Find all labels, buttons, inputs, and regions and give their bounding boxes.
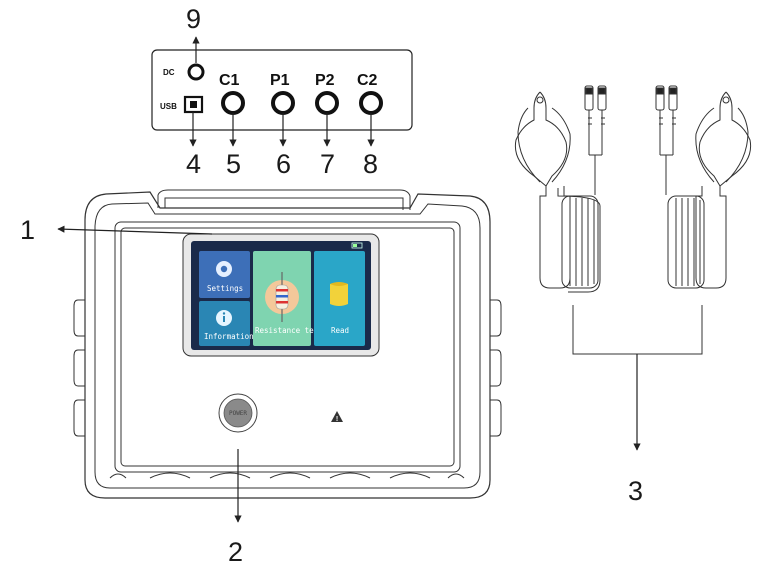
port-label-c2: C2: [357, 72, 378, 89]
resistance-test-label: Resistance test: [255, 326, 323, 335]
read-tile[interactable]: Read: [314, 251, 365, 346]
warning-symbol: !: [336, 416, 338, 423]
socket-p2: [315, 91, 339, 115]
power-label: POWER: [229, 410, 247, 417]
touch-screen: Settings Information Resistance test: [182, 233, 380, 357]
settings-tile[interactable]: Settings: [199, 251, 250, 298]
read-label: Read: [331, 326, 349, 335]
dc-jack: [187, 63, 205, 81]
port-label-p2: P2: [315, 72, 335, 89]
battery-level: [353, 244, 357, 247]
power-button[interactable]: POWER: [218, 393, 258, 433]
callout-2: 2: [228, 537, 243, 567]
callout-3: 3: [628, 476, 643, 506]
battery-icon: [351, 242, 363, 249]
test-lead-left: [514, 85, 607, 293]
test-lead-right: [655, 85, 752, 289]
usb-port-inner: [190, 101, 197, 108]
panel-callout-arrows: [189, 36, 375, 147]
port-label-p1: P1: [270, 72, 290, 89]
socket-p1: [271, 91, 295, 115]
resistance-test-tile[interactable]: Resistance test: [253, 251, 323, 346]
tester-device: [73, 189, 502, 499]
usb-label: USB: [160, 102, 177, 111]
callout-4: 4: [186, 149, 201, 179]
port-label-c1: C1: [219, 72, 240, 89]
callout-1: 1: [20, 215, 35, 245]
socket-c2: [359, 91, 383, 115]
dc-label: DC: [163, 68, 175, 77]
callout-9: 9: [186, 4, 201, 34]
information-label: Information: [204, 332, 254, 341]
test-leads-bracket: [572, 305, 703, 451]
connector-panel: DC USB C1 P1 P2 C2: [151, 49, 413, 131]
device-callout-arrows: [57, 225, 242, 523]
settings-label: Settings: [207, 284, 243, 293]
callout-8: 8: [363, 149, 378, 179]
callout-7: 7: [320, 149, 335, 179]
information-tile[interactable]: Information: [199, 301, 254, 346]
callout-5: 5: [226, 149, 241, 179]
callout-6: 6: [276, 149, 291, 179]
warning-triangle-icon: !: [331, 411, 343, 423]
folder-icon: [330, 284, 348, 306]
socket-c1: [221, 91, 245, 115]
